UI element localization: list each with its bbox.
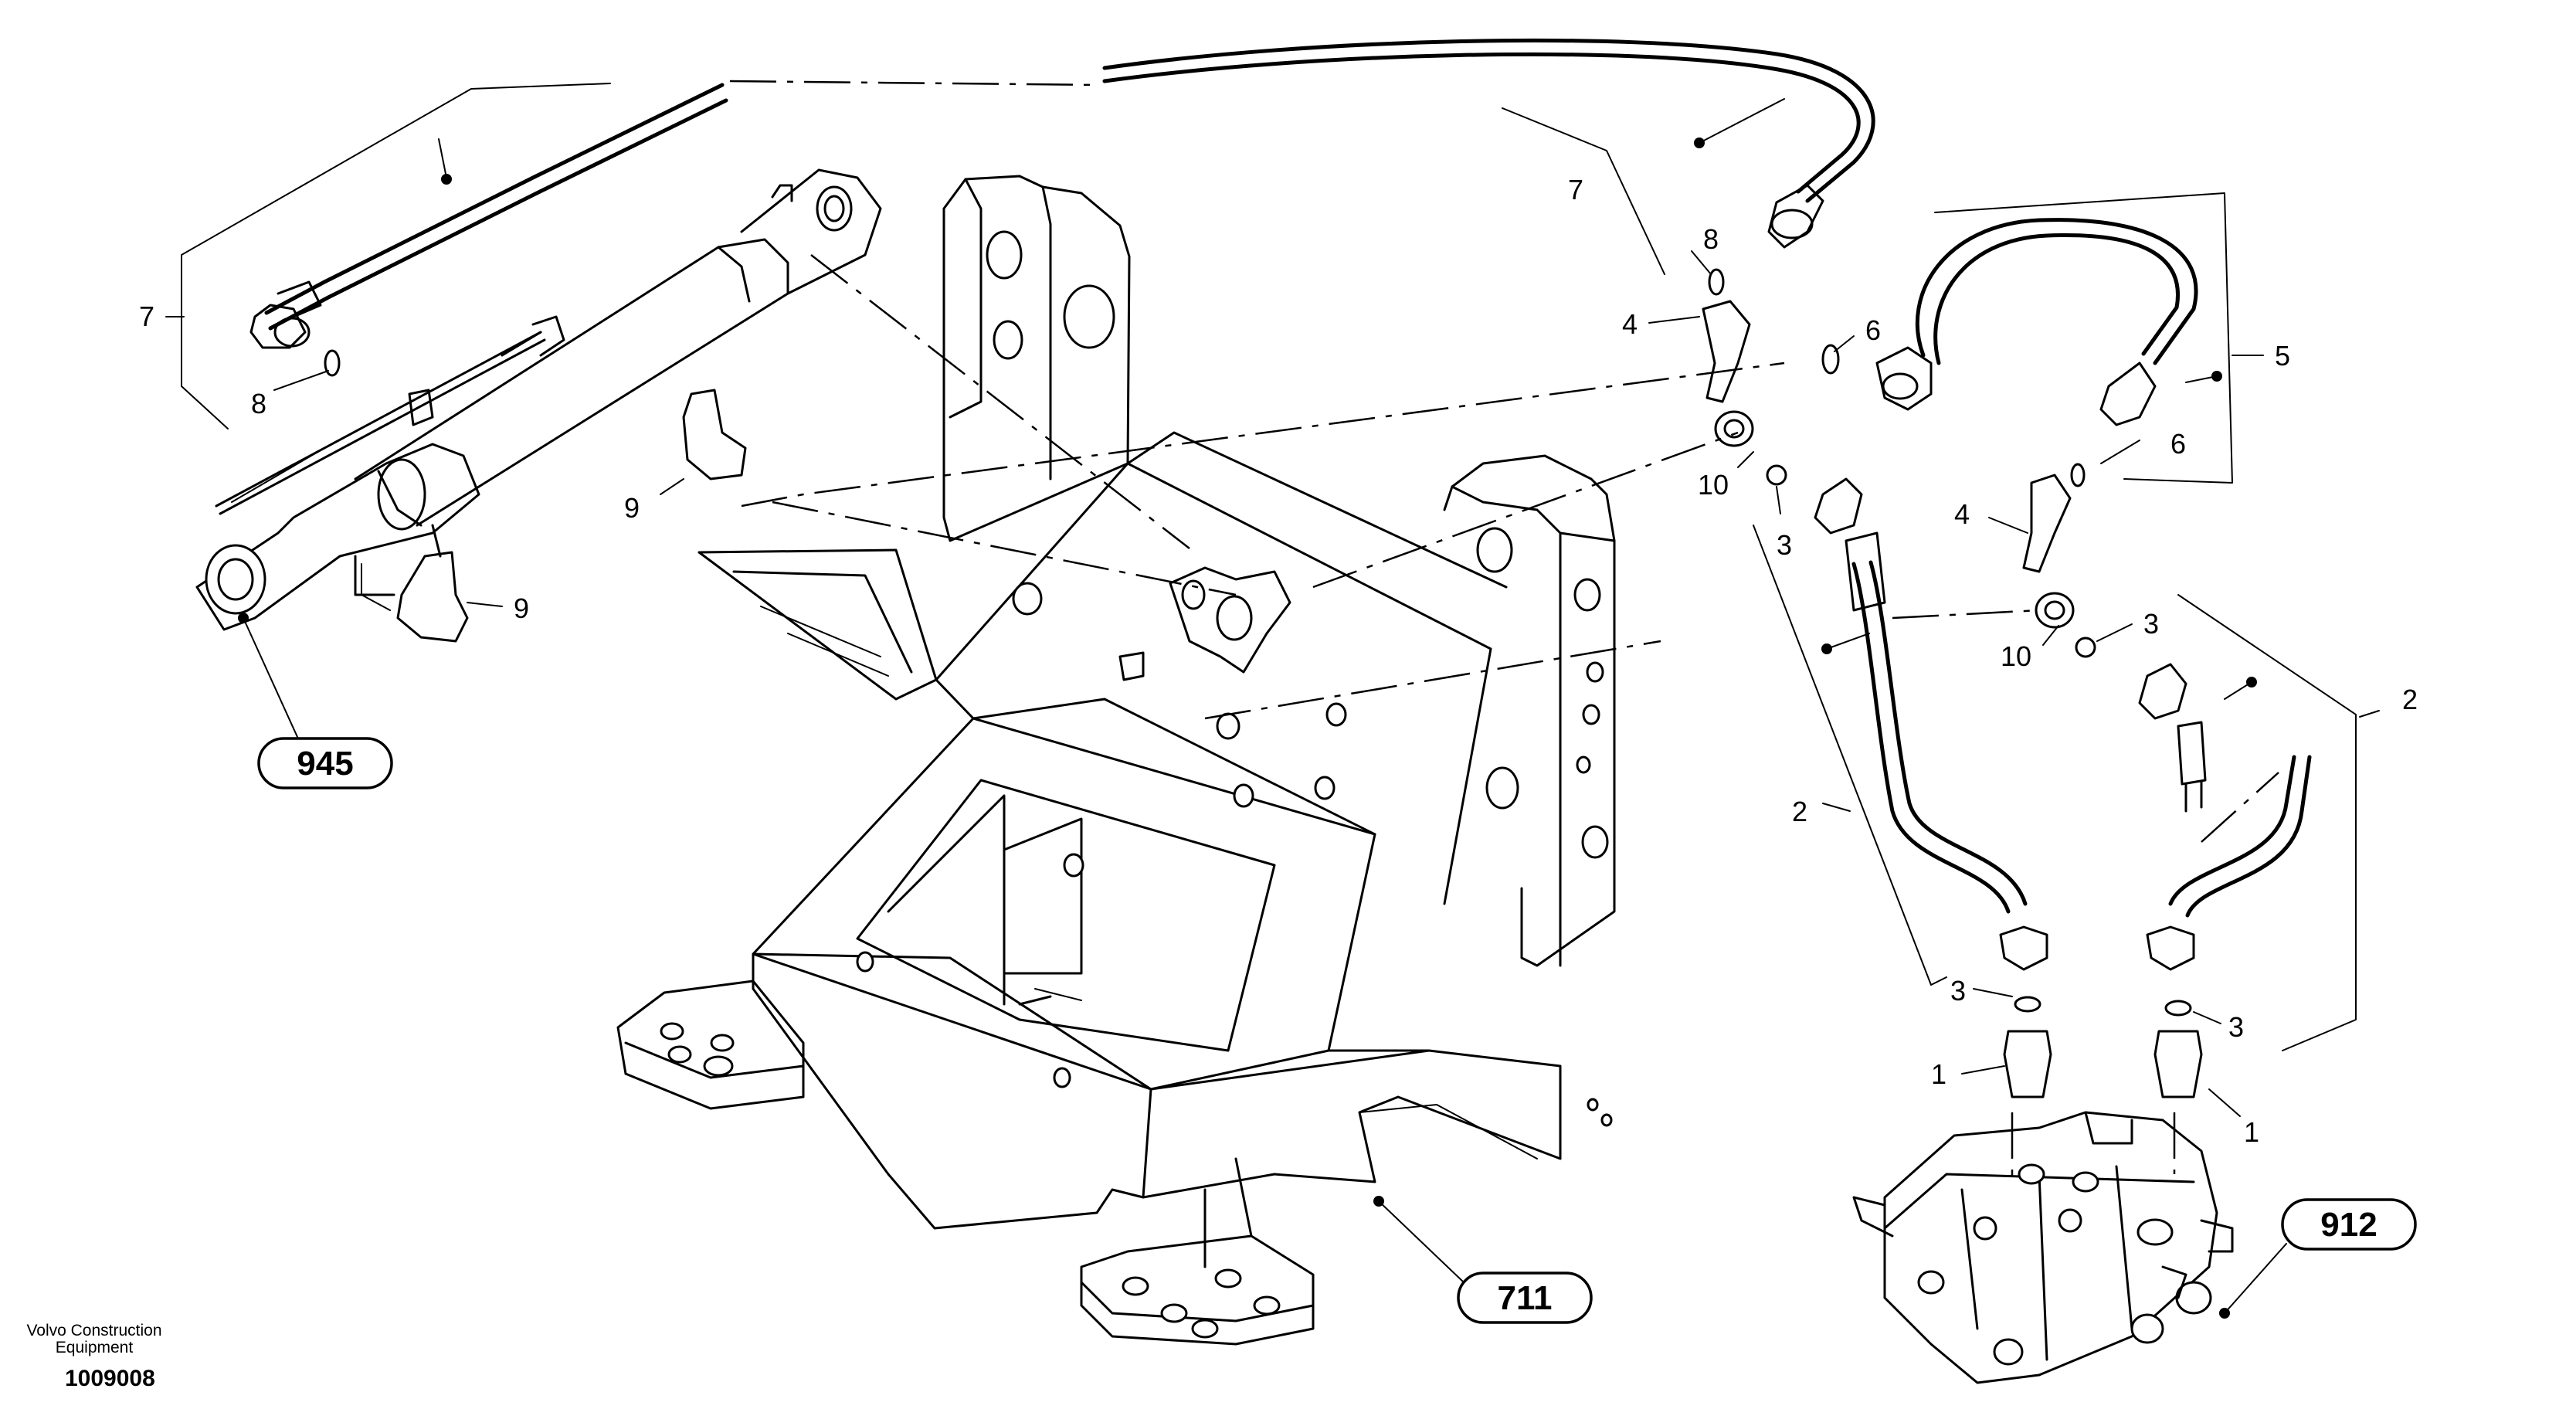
label-7-left: 7 [139,300,154,332]
label-2-left: 2 [1792,796,1807,827]
alignment-lines [729,80,2279,1182]
ref-711-text: 711 [1498,1279,1553,1317]
part-labels: 7 8 9 9 7 8 4 6 5 10 3 6 4 3 10 2 2 3 3 … [139,174,2418,1148]
label-4-lower: 4 [1954,498,1970,530]
label-6-upper: 6 [1865,314,1881,346]
hose-2-left [1814,477,2048,971]
hose-loop-right [1875,218,2198,426]
label-3-upper: 3 [1777,529,1792,561]
label-3-mid: 3 [2143,608,2159,640]
label-5: 5 [2275,340,2290,372]
hose-long-left [249,83,728,349]
control-valve [1852,1111,2234,1384]
label-2-right: 2 [2402,684,2418,715]
label-8-left: 8 [251,388,266,419]
ref-912-text: 912 [2320,1206,2377,1244]
brand-caption: Volvo Construction Equipment [26,1322,162,1356]
label-1-right: 1 [2244,1116,2259,1148]
fittings [324,268,2203,1098]
ref-callout-945: 945 [257,737,393,789]
ref-callout-711: 711 [1457,1271,1593,1324]
hydraulic-cylinder [195,168,882,631]
label-7-right: 7 [1568,174,1583,205]
label-8-right: 8 [1703,223,1719,255]
label-6-lower: 6 [2170,428,2186,460]
label-4-upper: 4 [1622,308,1638,340]
hose-2-right [2138,663,2312,971]
label-9-bottom: 9 [514,592,529,624]
leader-lines [165,83,2380,1319]
boom-frame [616,175,1616,1346]
hose-long-top [1102,38,1875,249]
document-number: 1009008 [65,1366,155,1391]
label-3-lower-left: 3 [1950,975,1966,1007]
label-1-left: 1 [1931,1058,1946,1090]
label-9-left: 9 [624,492,640,524]
label-10-lower: 10 [2001,640,2031,672]
ref-callout-912: 912 [2281,1198,2417,1251]
label-3-lower-right: 3 [2228,1011,2244,1043]
ref-945-text: 945 [297,745,353,783]
label-10-upper: 10 [1698,469,1729,501]
